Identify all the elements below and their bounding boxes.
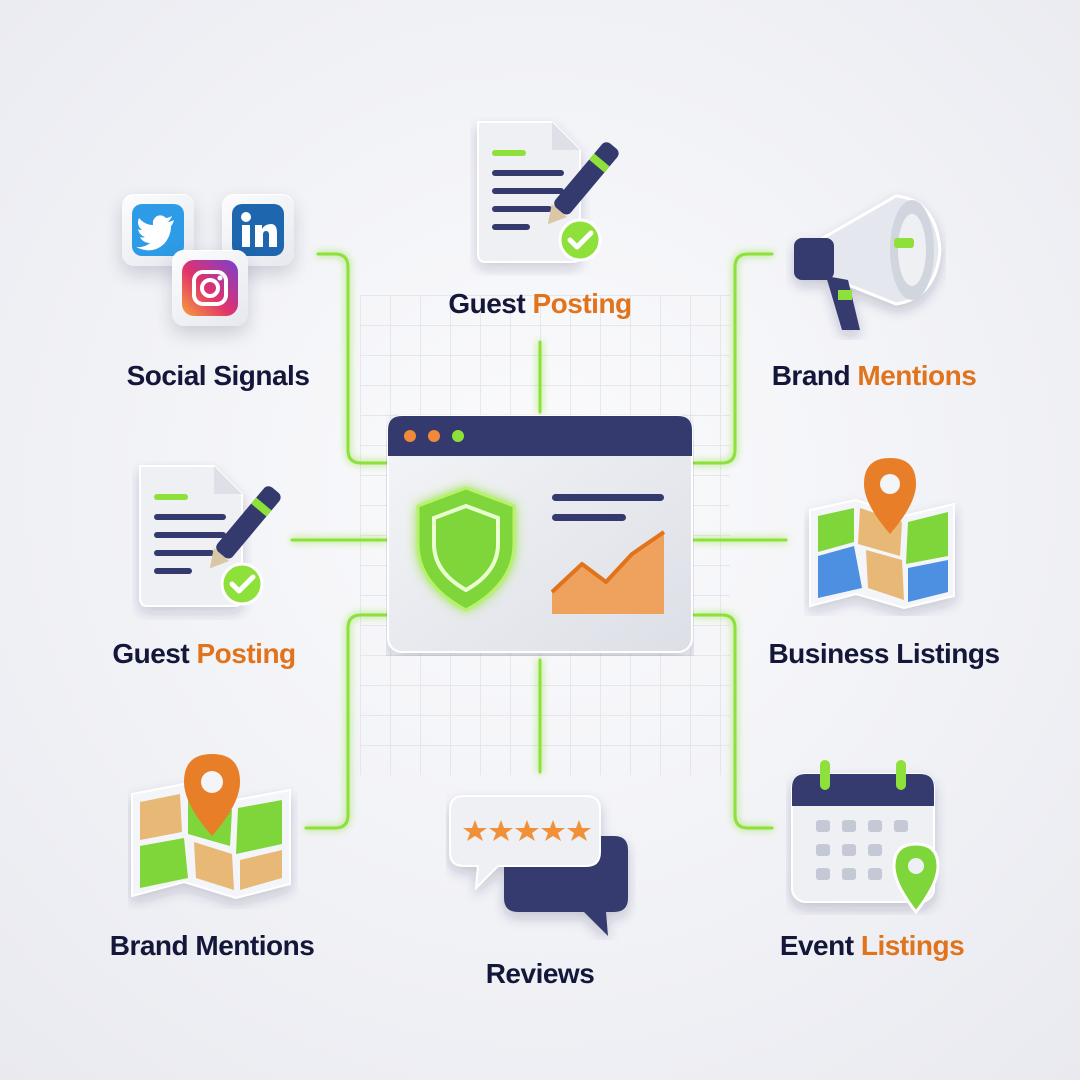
document-pen-icon — [132, 460, 292, 620]
connector-brand-bottom — [304, 613, 390, 830]
label-guest-posting-top: Guest Posting — [448, 288, 632, 319]
trend-chart-icon — [550, 530, 666, 614]
connector-brand-top — [692, 252, 774, 465]
label-reviews: Reviews — [485, 958, 595, 989]
megaphone-icon — [786, 180, 946, 340]
center-browser-panel — [386, 414, 694, 656]
label-social-signals: Social Signals — [126, 360, 310, 391]
node-social-signals — [118, 190, 318, 340]
twitter-icon — [122, 194, 194, 266]
connector-event — [692, 613, 774, 830]
label-brand-mentions-top: Brand Mentions — [771, 360, 977, 391]
map-pin-icon — [128, 750, 298, 910]
document-pen-icon — [470, 116, 630, 276]
label-brand-mentions-bottom: Brand Mentions — [109, 930, 315, 961]
instagram-icon — [172, 250, 248, 326]
label-business-listings: Business Listings — [768, 638, 1000, 669]
review-bubble-icon — [446, 790, 636, 940]
calendar-icon — [786, 752, 956, 922]
label-guest-posting-left: Guest Posting — [112, 638, 296, 669]
map-pin-icon — [804, 456, 964, 616]
label-event-listings: Event Listings — [779, 930, 965, 961]
shield-icon — [416, 486, 516, 612]
connector-social — [316, 252, 390, 465]
